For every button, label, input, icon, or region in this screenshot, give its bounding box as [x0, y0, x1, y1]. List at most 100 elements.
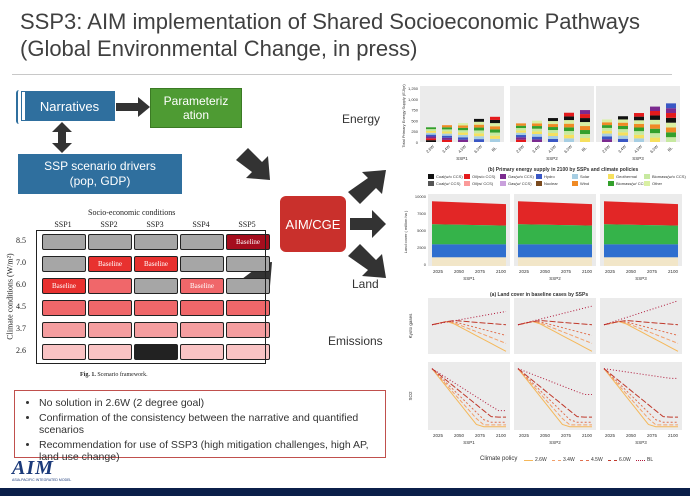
legend-item: Biomass(w/o CCS): [644, 174, 686, 179]
energy-caption: (b) Primary energy supply in 2100 by SSP…: [488, 167, 639, 173]
matrix-cell: [42, 322, 86, 338]
energy-bar-segment: [516, 123, 526, 126]
energy-bar-segment: [666, 103, 676, 109]
energy-bar-segment: [618, 122, 628, 126]
aimcge-label: AIM/CGE: [285, 216, 341, 232]
energy-bar-segment: [532, 123, 542, 127]
narratives-box: Narratives: [21, 91, 115, 121]
land-area-band: [604, 244, 678, 258]
energy-panel-label: SSP1: [456, 156, 468, 161]
axis-tick-label: 750: [411, 108, 418, 113]
legend-line-swatch: [524, 459, 533, 461]
energy-x-tick: 4.5W: [633, 144, 643, 154]
energy-bar-segment: [602, 119, 612, 123]
emissions-ylabel: SO2: [408, 391, 413, 401]
axis-tick-label: 2100: [496, 433, 507, 438]
axis-tick-label: 7500: [417, 211, 427, 216]
axis-tick-label: 2100: [582, 269, 593, 274]
matrix-cell: [88, 278, 132, 294]
energy-bar-segment: [474, 118, 484, 122]
land-panel-label: SSP2: [549, 276, 561, 281]
caption-text: Scenario framework.: [97, 372, 148, 378]
legend-label: Coal(w/ CCS): [436, 181, 461, 186]
legend-swatch: [500, 181, 506, 186]
legend-label: Geothermal: [616, 174, 637, 179]
energy-bar-segment: [490, 126, 500, 130]
aimcge-box: AIM/CGE: [280, 196, 346, 252]
matrix-cell: [134, 322, 178, 338]
matrix-ylabel: Climate conditions (W/m²): [5, 253, 15, 340]
energy-bar-segment: [634, 138, 644, 142]
energy-bar-segment: [474, 133, 484, 137]
legend-swatch: [536, 181, 542, 186]
energy-bar-segment: [650, 128, 660, 134]
energy-bar-segment: [634, 113, 644, 117]
energy-bar-segment: [474, 127, 484, 131]
legend-label: Wind: [580, 181, 590, 186]
emissions-series-line: [603, 368, 678, 426]
emissions-legend-item: BL: [636, 457, 653, 463]
energy-bar-segment: [426, 136, 436, 139]
energy-bar-segment: [650, 115, 660, 120]
legend-label: Biomass(w/o CCS): [652, 174, 686, 179]
emissions-series-line: [603, 368, 678, 428]
axis-tick-label: 2050: [454, 433, 465, 438]
axis-tick-label: 250: [411, 129, 418, 134]
energy-bar-segment: [426, 132, 436, 135]
energy-bar-segment: [442, 125, 452, 128]
energy-bar-segment: [548, 124, 558, 128]
matrix-col-header: SSP3: [146, 220, 164, 229]
legend-label: Nuclear: [544, 181, 558, 186]
energy-bar-segment: [442, 133, 452, 136]
energy-x-tick: 2.6W: [601, 144, 611, 154]
energy-bar-segment: [564, 134, 574, 139]
energy-bar-segment: [634, 123, 644, 128]
emissions-series-line: [517, 368, 592, 426]
axis-tick-label: 2075: [475, 433, 486, 438]
matrix-cell: Baseline: [42, 278, 86, 294]
emissions-series-line: [431, 368, 506, 428]
legend-swatch: [428, 181, 434, 186]
energy-bar-segment: [580, 138, 590, 142]
land-area-band: [604, 224, 678, 245]
energy-chart-svg: Total Primary Energy Supply (EJ/yr)1,250…: [401, 84, 680, 161]
energy-bar-segment: [634, 134, 644, 139]
legend-item: Solar: [572, 174, 589, 179]
arrow-out-top-icon: [348, 170, 386, 204]
legend-swatch: [644, 181, 650, 186]
energy-bar-segment: [548, 127, 558, 131]
emissions-legend-item: 2.6W: [524, 457, 547, 463]
energy-bar-segment: [490, 123, 500, 127]
energy-bar-segment: [564, 138, 574, 142]
energy-bar-segment: [548, 136, 558, 140]
legend-item: Other: [644, 181, 662, 186]
parameterization-box: Parameteriz ation: [150, 88, 242, 128]
caption-fig: Fig. 1.: [80, 372, 96, 378]
land-area-band: [518, 201, 592, 226]
energy-bar-segment: [532, 120, 542, 124]
energy-ylabel: Total Primary Energy Supply (EJ/yr): [401, 84, 406, 148]
axis-tick-label: 2025: [433, 433, 444, 438]
axis-tick-label: 10000: [415, 194, 427, 199]
emissions-ylabel: Kyoto gases: [408, 313, 413, 339]
energy-x-tick: 2.6W: [515, 144, 525, 154]
matrix-cell: [226, 300, 270, 316]
axis-tick-label: 2050: [626, 433, 637, 438]
energy-bar-segment: [650, 106, 660, 112]
matrix-cell: [88, 322, 132, 338]
energy-bar-segment: [580, 134, 590, 139]
energy-x-tick: 6.0W: [563, 144, 573, 154]
energy-bar-segment: [532, 131, 542, 135]
energy-bar-segment: [426, 140, 436, 142]
axis-tick-label: 2075: [561, 433, 572, 438]
axis-tick-label: 1,000: [408, 97, 419, 102]
energy-bar-segment: [442, 139, 452, 142]
energy-bar-segment: [516, 137, 526, 140]
matrix-cell: [180, 322, 224, 338]
energy-bar-segment: [666, 137, 676, 142]
energy-bar-segment: [602, 130, 612, 134]
energy-bar-segment: [474, 124, 484, 128]
axis-tick-label: 2500: [417, 245, 427, 250]
energy-bar-segment: [564, 131, 574, 135]
energy-bar-segment: [458, 123, 468, 126]
